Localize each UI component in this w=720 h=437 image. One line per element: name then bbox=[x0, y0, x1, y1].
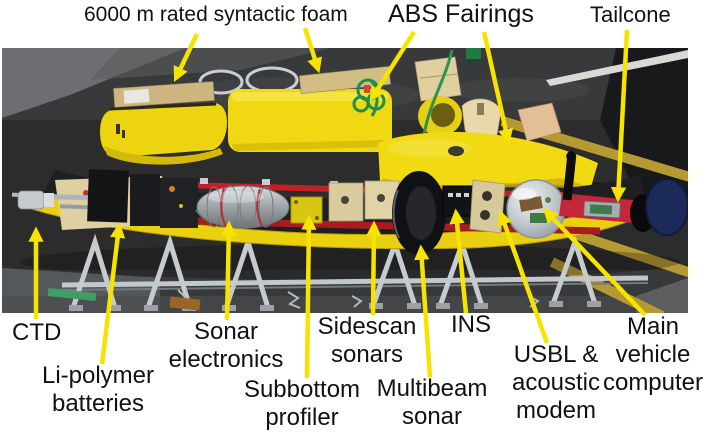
arrow-foam-left bbox=[173, 33, 200, 83]
syntactic-foam-block-right bbox=[298, 66, 392, 94]
arrow-abs-left bbox=[369, 30, 416, 102]
label-abs-fairings: ABS Fairings bbox=[388, 0, 534, 28]
arrow-ins bbox=[449, 208, 469, 314]
sonar-electronics-vessel bbox=[196, 185, 290, 229]
label-li-polymer-batteries: Li-polymer batteries bbox=[41, 362, 155, 417]
arrow-li-polymer bbox=[99, 222, 126, 365]
arrow-subbottom bbox=[301, 214, 317, 379]
nose-fairing bbox=[100, 102, 227, 165]
green-hose bbox=[47, 288, 97, 301]
label-syntactic-foam: 6000 m rated syntactic foam bbox=[84, 3, 348, 26]
mid-fairing-cylinder bbox=[228, 89, 392, 152]
label-ins: INS bbox=[451, 311, 492, 338]
arrow-tailcone bbox=[610, 29, 630, 203]
arrow-abs-right bbox=[481, 31, 514, 145]
abs-fairing-pieces bbox=[414, 56, 562, 142]
battery-housings bbox=[87, 169, 213, 228]
arrow-usbl bbox=[497, 209, 550, 344]
antenna-mast bbox=[562, 151, 577, 201]
multibeam-sonar-ring bbox=[392, 171, 446, 255]
auv-photo bbox=[2, 48, 688, 313]
label-usbl-acoustic-modem: USBL & acoustic modem bbox=[511, 341, 601, 424]
annotation-arrows bbox=[28, 27, 647, 379]
label-sonar-electronics: Sonar electronics bbox=[168, 318, 284, 373]
label-tailcone: Tailcone bbox=[590, 2, 671, 27]
ins-unit bbox=[442, 185, 474, 217]
arrow-foam-right bbox=[302, 27, 323, 74]
arrow-main-computer bbox=[542, 207, 647, 317]
label-main-vehicle-computer: Main vehicle computer bbox=[602, 313, 704, 396]
label-ctd: CTD bbox=[12, 319, 62, 346]
arrow-multibeam bbox=[414, 244, 433, 378]
thruster-duct bbox=[645, 178, 688, 236]
arrow-sonar-electronics bbox=[221, 220, 237, 321]
rope-tag bbox=[364, 85, 370, 93]
arrow-sidescan bbox=[366, 220, 382, 316]
main-computer-sphere bbox=[506, 179, 566, 239]
green-fitting bbox=[466, 48, 481, 59]
label-subbottom-profiler: Subbottom profiler bbox=[243, 376, 361, 431]
syntactic-foam-block-left bbox=[113, 81, 215, 108]
label-sidescan-sonars: Sidescan sonars bbox=[317, 313, 417, 368]
usbl-bracket bbox=[469, 179, 506, 234]
wood-block bbox=[169, 296, 201, 311]
white-road-line bbox=[546, 50, 688, 86]
label-multibeam-sonar: Multibeam sonar bbox=[376, 375, 488, 430]
